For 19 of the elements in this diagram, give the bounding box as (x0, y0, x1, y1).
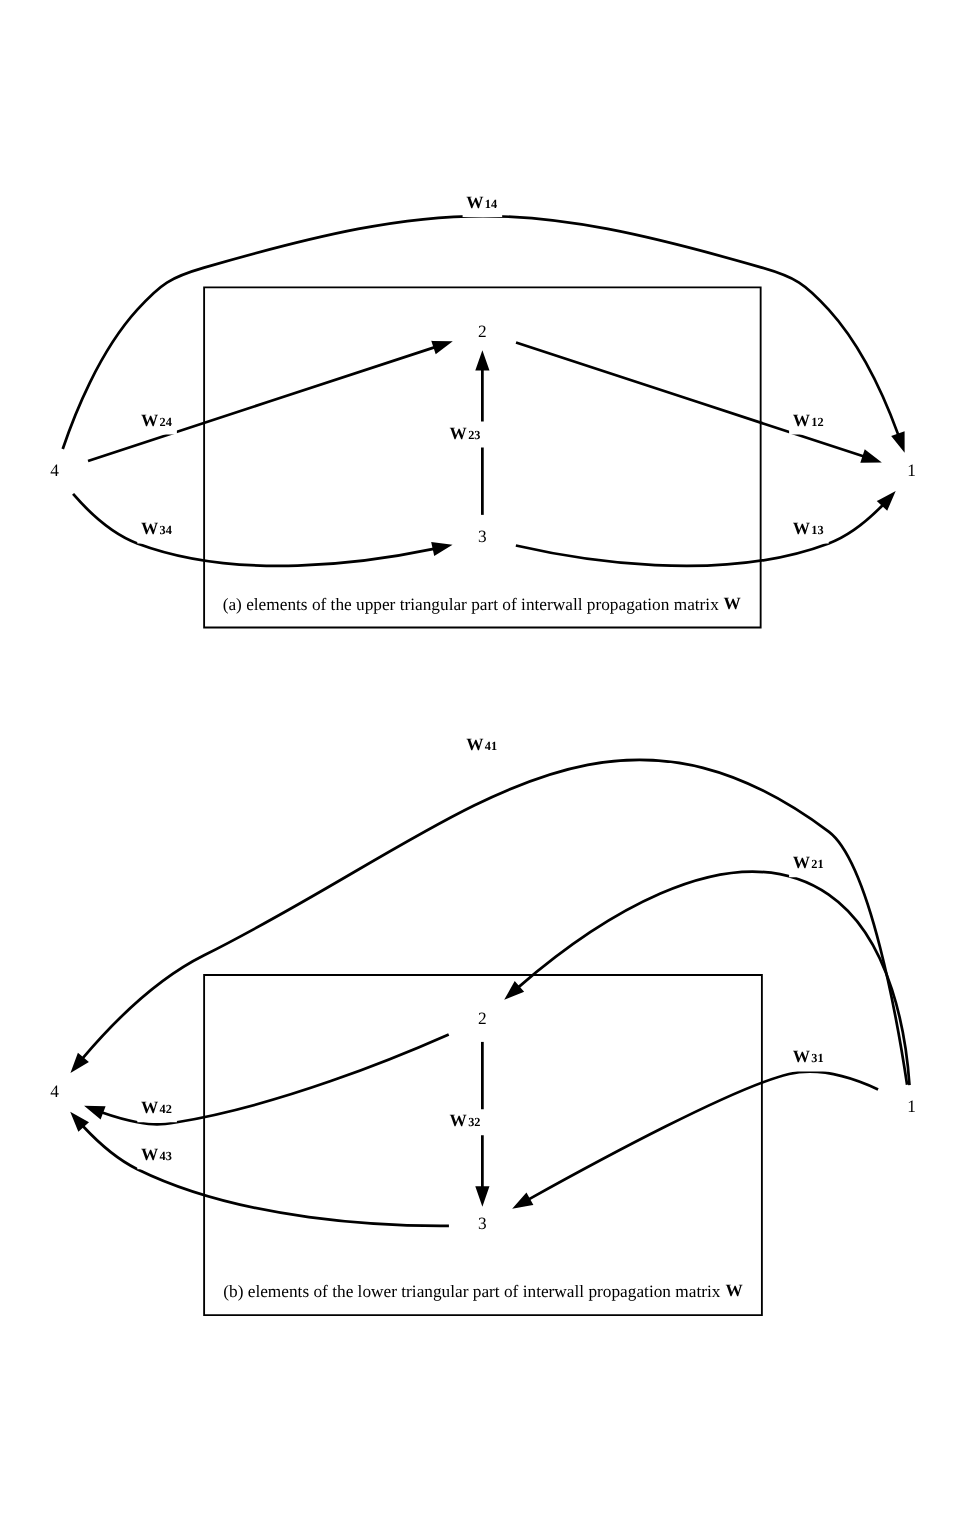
arrow (70, 1110, 449, 1227)
arrow (475, 349, 490, 514)
node-text: 2 (478, 1007, 487, 1028)
node-text: 4 (50, 459, 59, 480)
node-text: 3 (478, 524, 487, 545)
arrow (512, 1069, 879, 1208)
arrow (72, 492, 453, 567)
arrow (475, 1040, 490, 1206)
arrow (504, 869, 911, 1085)
arrow (515, 340, 882, 462)
node-text: 3 (478, 1212, 487, 1233)
arrow (70, 758, 909, 1084)
arrow (87, 339, 453, 462)
arrow (515, 489, 896, 567)
node-text: 1 (907, 459, 916, 480)
node-text: 1 (907, 1094, 916, 1115)
node-text: 2 (478, 319, 487, 340)
arrow (61, 213, 905, 452)
node-text: 4 (50, 1080, 59, 1101)
